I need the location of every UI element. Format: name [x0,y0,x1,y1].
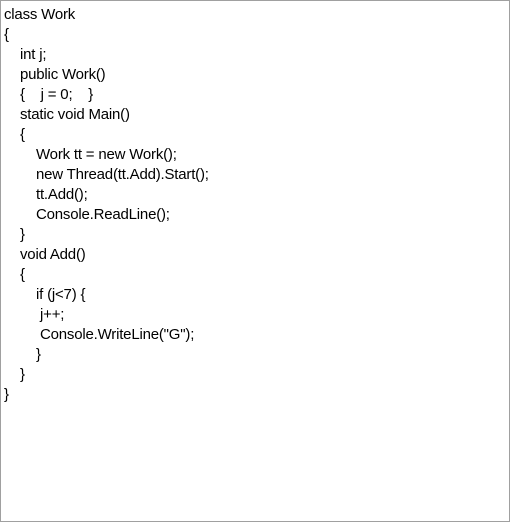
code-line: { [20,126,25,143]
code-line: } [36,346,41,363]
code-line: void Add() [20,246,86,263]
code-line: { [20,266,25,283]
code-line: static void Main() [20,106,130,123]
code-line: { j = 0; } [20,86,94,103]
code-line: } [20,366,25,383]
code-line: } [4,386,9,403]
code-block: class Work { int j; public Work() { j = 0; }… [4,5,509,405]
code-line: { [4,26,9,43]
code-line: if (j<7) { [36,286,86,303]
code-line: class Work [4,6,76,23]
code-line: Console.WriteLine("G"); [40,326,195,343]
code-line: Work tt = new Work(); [36,146,177,163]
code-line: j++; [40,306,65,323]
code-line: } [20,226,25,243]
code-line: int j; [20,46,47,63]
code-line: new Thread(tt.Add).Start(); [36,166,209,183]
code-line: Console.ReadLine(); [36,206,170,223]
code-line: tt.Add(); [36,186,88,203]
code-line: public Work() [20,66,106,83]
